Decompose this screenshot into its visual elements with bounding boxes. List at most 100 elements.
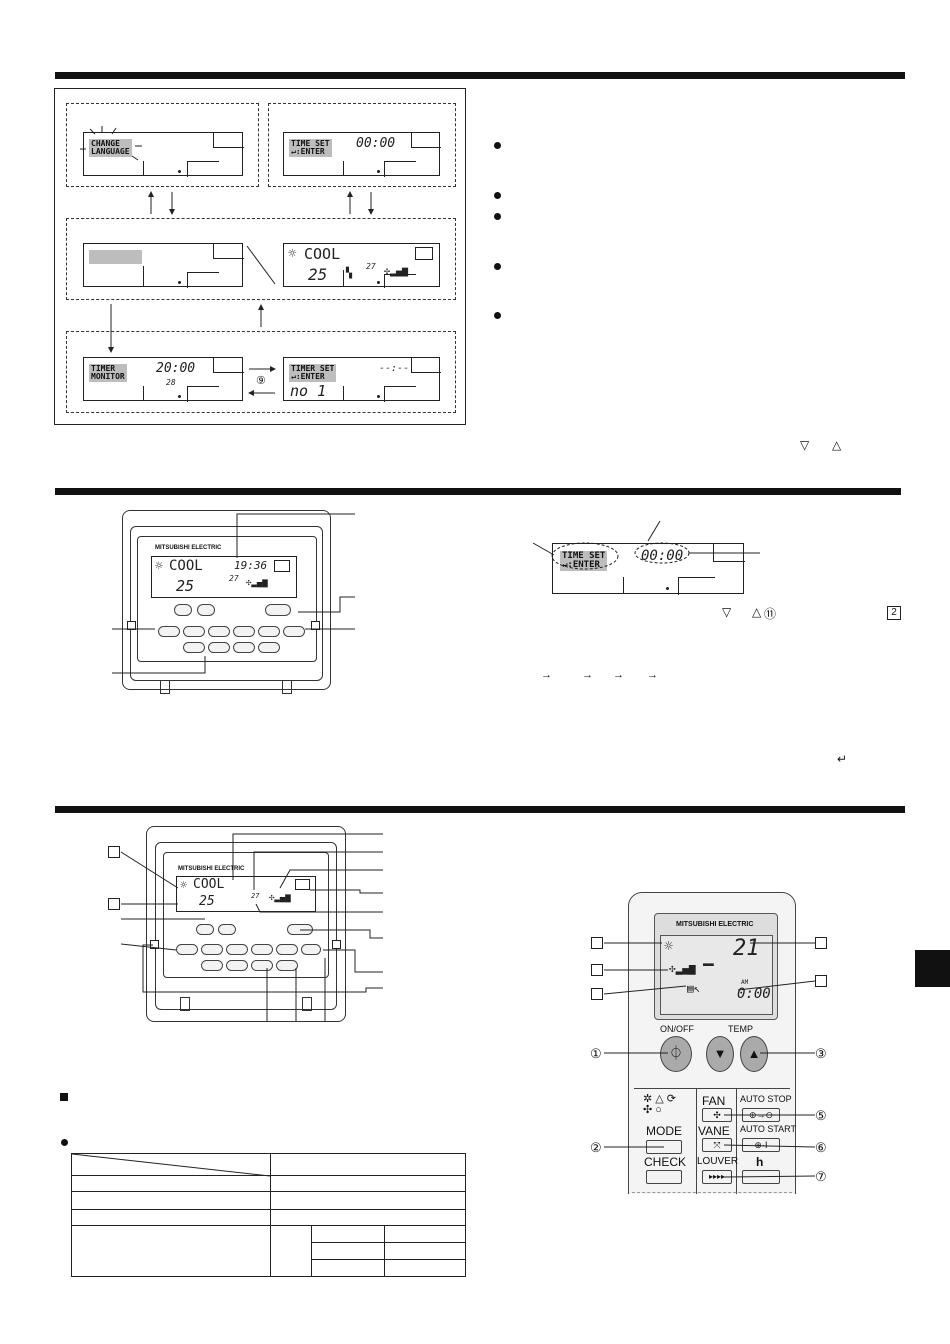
sun-icon: ☼ (288, 246, 297, 262)
blink-rays-icon (80, 126, 142, 161)
bullet-2 (494, 192, 501, 199)
flow-arrows (108, 191, 374, 396)
callout-7: ⑦ (815, 1169, 827, 1184)
on-off-button[interactable] (265, 604, 291, 616)
vane-button[interactable] (258, 626, 280, 637)
callout-5: ⑤ (815, 1108, 827, 1123)
check-button[interactable] (646, 1170, 682, 1184)
timer-up-button[interactable] (226, 960, 248, 971)
dashed-group-change-language (66, 103, 259, 187)
mode-label: COOL (169, 558, 203, 574)
timer-set-no: no 1 (290, 382, 327, 400)
set-temp: 25 (308, 265, 328, 284)
check-label: CHECK (644, 1155, 687, 1169)
button-2[interactable] (183, 626, 205, 637)
h-label: h (756, 1155, 764, 1169)
lcd-blank (83, 243, 244, 288)
louver-button[interactable] (301, 944, 321, 955)
circled-9: ⑨ (256, 375, 266, 387)
bullet-3 (494, 213, 501, 220)
callout-3: ③ (815, 1046, 827, 1061)
button-3[interactable] (208, 626, 230, 637)
brand-logo: MITSUBISHI ELECTRIC (178, 866, 245, 872)
button-8[interactable] (251, 960, 273, 971)
mode-button[interactable] (176, 944, 198, 955)
dashed-group-timer (66, 331, 456, 413)
button-8[interactable] (233, 642, 255, 653)
timer-up-button[interactable] (208, 642, 230, 653)
mode-button[interactable] (158, 626, 180, 637)
timer-set-label: TIMER SET ↵:ENTER (289, 364, 337, 382)
timer-down-button[interactable] (201, 960, 223, 971)
triangle-down-2: ▽ (722, 605, 732, 619)
temp-label: TEMP (728, 1024, 754, 1034)
wl-box-4 (815, 937, 827, 949)
dashed-group-time-set (268, 103, 456, 187)
lcd-time-set: TIME SET ↵:ENTER 00:00 (283, 132, 441, 177)
callout-2: ② (590, 1140, 602, 1155)
sun-icon: ☼ (180, 878, 188, 892)
temp-up-button[interactable] (197, 604, 215, 616)
temp-up-button[interactable] (218, 924, 236, 935)
wl-box-1 (591, 937, 603, 949)
temp-down-button[interactable] (196, 924, 214, 935)
mode-label: COOL (304, 245, 341, 263)
label-box-1 (108, 846, 120, 858)
triangle-down-1: ▽ (800, 438, 810, 452)
lcd-change-language: CHANGE LANGUAGE (83, 132, 244, 177)
fan-button[interactable] (233, 626, 255, 637)
lcd-cool-main: ☼ COOL 25 27 ▚ ✣▂▄▆ (283, 243, 440, 288)
room-temp: 27 (251, 892, 260, 900)
button-3[interactable] (226, 944, 248, 955)
button-9[interactable] (276, 960, 298, 971)
temp-up-button[interactable]: ▲ (740, 1036, 768, 1072)
triangle-up-1: △ (832, 438, 842, 452)
onoff-button[interactable]: ⏀ (660, 1036, 692, 1072)
boxed-2: 2 (887, 606, 901, 620)
lcd-timer-monitor: TIMER MONITOR 20:00 28 (83, 357, 244, 402)
auto-stop-label: AUTO STOP (740, 1094, 792, 1104)
temp-down-button[interactable]: ▼ (706, 1036, 734, 1072)
timer-monitor-small: 28 (166, 378, 176, 387)
louver-icon: ▤↖ (687, 982, 701, 995)
fan-bars-icon: ✣▂▄▆ (269, 893, 291, 903)
bullet-5 (494, 312, 501, 319)
fan-button[interactable] (251, 944, 273, 955)
button-2[interactable] (201, 944, 223, 955)
section-rule-1 (55, 72, 905, 79)
bullet-4 (494, 263, 501, 270)
button-9[interactable] (258, 642, 280, 653)
brand-logo: MITSUBISHI ELECTRIC (155, 545, 222, 551)
fan-button[interactable]: ✣ (702, 1108, 732, 1122)
section-rule-2 (55, 488, 901, 495)
wireless-lcd: ☼ 21 ✣▂▄▆ ▬▬ ▤↖ AM 0:00 (660, 935, 773, 1015)
timer-monitor-time: 20:00 (156, 361, 196, 376)
clock: 19:36 (234, 559, 268, 572)
enter-button[interactable] (283, 626, 305, 637)
set-temp: 25 (199, 894, 215, 909)
vane-label: VANE (698, 1124, 730, 1138)
wl-box-3 (591, 988, 603, 1000)
temp-down-button[interactable] (174, 604, 192, 616)
onoff-label: ON/OFF (660, 1024, 694, 1034)
time-set-label: TIME SET ↵:ENTER (560, 551, 608, 571)
timer-down-button[interactable] (183, 642, 205, 653)
arrow-3: → (613, 669, 624, 681)
wired-remote-1-leaders (112, 513, 355, 674)
set-temp: 25 (176, 577, 195, 595)
room-temp: 27 (366, 262, 376, 271)
sun-icon: ☼ (155, 559, 163, 574)
vane-icon: ▚ (346, 268, 353, 279)
mode-icons: ✲ △ ⟳✣ ○ (643, 1093, 677, 1116)
spec-table (71, 1153, 466, 1277)
time-set-value: 00:00 (356, 136, 396, 151)
square-bullet (60, 1093, 68, 1101)
wireless-am: AM (741, 979, 749, 986)
arrow-1: → (541, 669, 552, 681)
change-language-label: CHANGE LANGUAGE (89, 139, 132, 157)
louver-label: LOUVER (697, 1156, 739, 1167)
time-set-value: 00:00 (641, 548, 684, 564)
vane-button[interactable] (276, 944, 298, 955)
section-tab (915, 950, 950, 987)
wireless-time: 0:00 (737, 986, 771, 1002)
